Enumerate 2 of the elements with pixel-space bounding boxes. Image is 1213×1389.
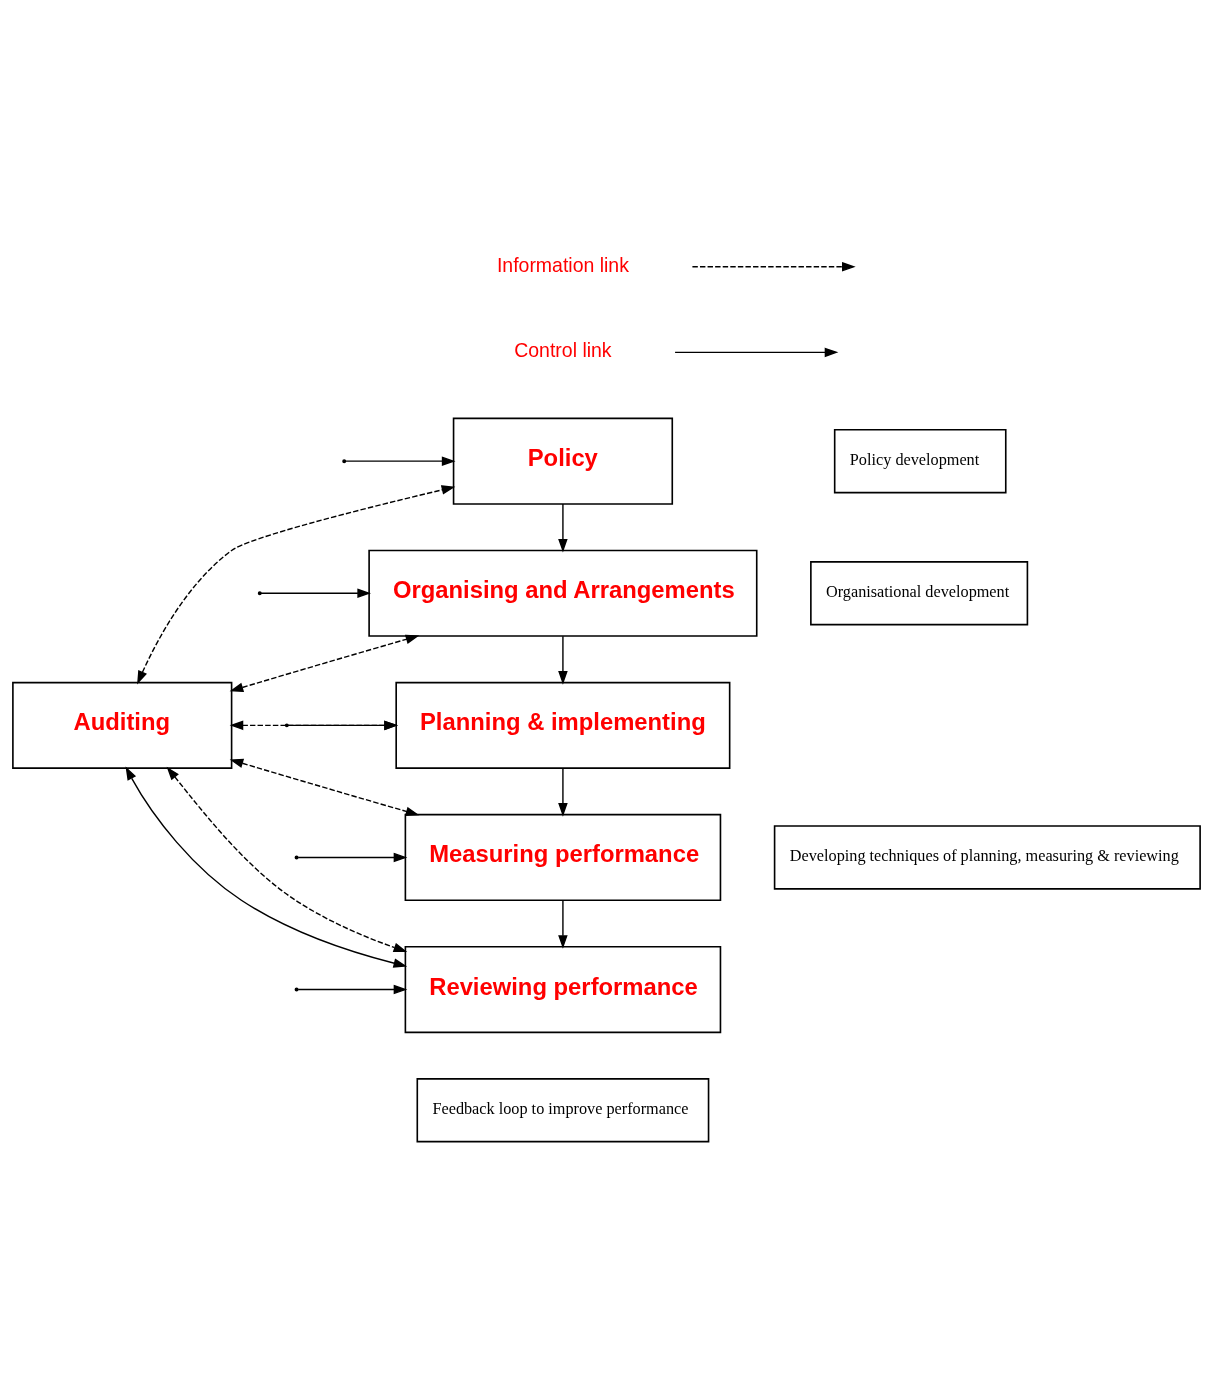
legend-label: Control link bbox=[514, 339, 612, 362]
legend-label: Information link bbox=[496, 253, 629, 276]
